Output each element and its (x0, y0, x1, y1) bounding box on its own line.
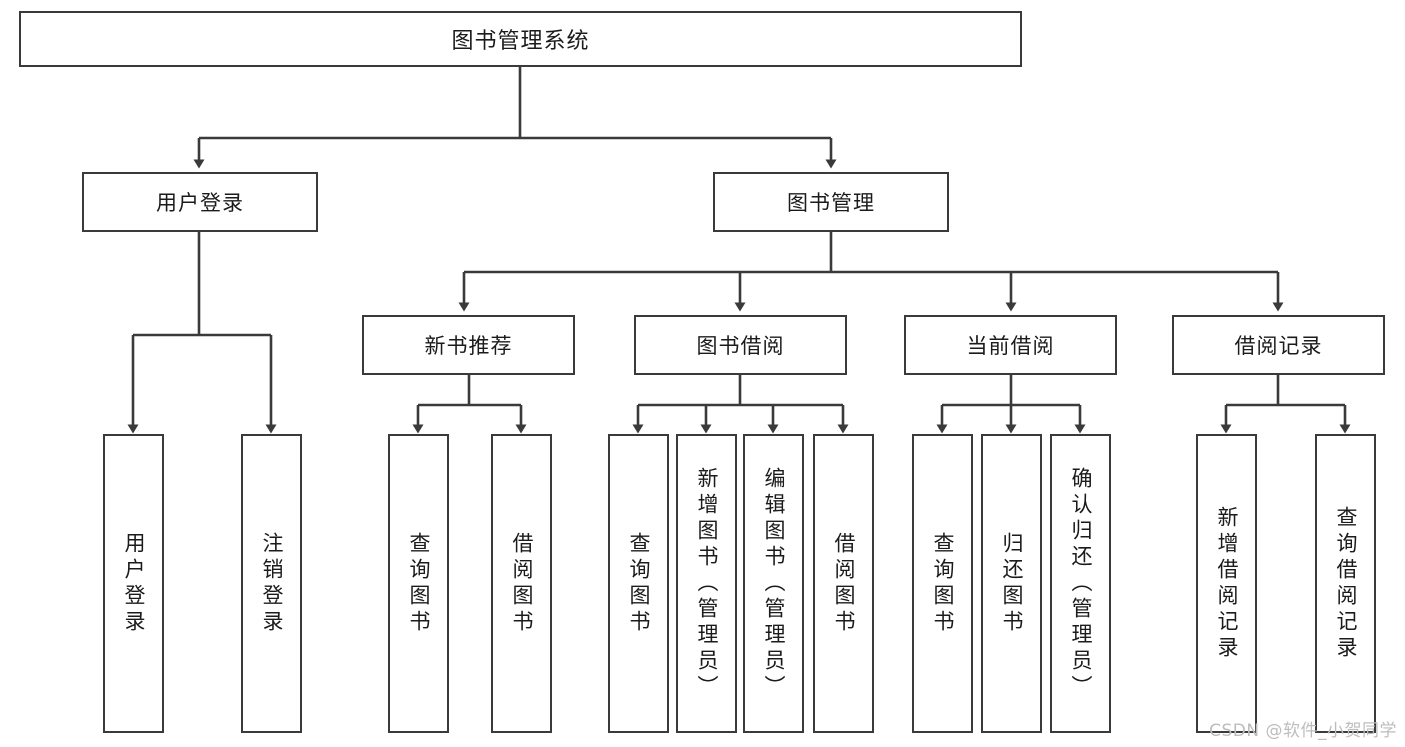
leaf-return-book-label: 归还图书 (1000, 531, 1024, 636)
node-book-borrow[interactable]: 图书借阅 (634, 315, 847, 375)
leaf-user-login[interactable]: 用户登录 (103, 434, 164, 733)
node-root-book-management-system[interactable]: 图书管理系统 (19, 11, 1022, 67)
leaf-logout-label: 注销登录 (260, 531, 284, 636)
leaf-user-login-label: 用户登录 (122, 531, 146, 636)
leaf-add-book-admin-label: 新增图书（管理员） (695, 466, 719, 701)
leaf-new-book-borrow[interactable]: 借阅图书 (491, 434, 552, 733)
leaf-current-query-book[interactable]: 查询图书 (912, 434, 973, 733)
node-new-book-recommend[interactable]: 新书推荐 (362, 315, 575, 375)
leaf-confirm-return-admin-label: 确认归还（管理员） (1069, 466, 1093, 701)
leaf-borrow-book-label: 借阅图书 (832, 531, 856, 636)
leaf-confirm-return-admin[interactable]: 确认归还（管理员） (1050, 434, 1111, 733)
node-borrow-record-label: 借阅记录 (1234, 334, 1323, 358)
node-root-label: 图书管理系统 (451, 29, 590, 54)
leaf-new-book-query[interactable]: 查询图书 (388, 434, 449, 733)
node-current-borrow-label: 当前借阅 (966, 334, 1055, 358)
leaf-borrow-query-book[interactable]: 查询图书 (608, 434, 669, 733)
node-borrow-record[interactable]: 借阅记录 (1172, 315, 1385, 375)
leaf-add-book-admin[interactable]: 新增图书（管理员） (676, 434, 737, 733)
node-current-borrow[interactable]: 当前借阅 (904, 315, 1117, 375)
leaf-return-book[interactable]: 归还图书 (981, 434, 1042, 733)
node-book-management[interactable]: 图书管理 (713, 172, 949, 232)
node-user-login[interactable]: 用户登录 (82, 172, 318, 232)
leaf-edit-book-admin[interactable]: 编辑图书（管理员） (743, 434, 804, 733)
leaf-current-query-book-label: 查询图书 (931, 531, 955, 636)
node-book-management-label: 图书管理 (787, 191, 875, 215)
node-new-book-recommend-label: 新书推荐 (424, 334, 513, 358)
leaf-query-borrow-record[interactable]: 查询借阅记录 (1315, 434, 1376, 733)
node-book-borrow-label: 图书借阅 (696, 334, 785, 358)
leaf-borrow-book[interactable]: 借阅图书 (813, 434, 874, 733)
leaf-new-book-borrow-label: 借阅图书 (510, 531, 534, 636)
node-user-login-label: 用户登录 (156, 191, 244, 215)
leaf-add-borrow-record[interactable]: 新增借阅记录 (1196, 434, 1257, 733)
leaf-edit-book-admin-label: 编辑图书（管理员） (762, 466, 786, 701)
leaf-add-borrow-record-label: 新增借阅记录 (1215, 505, 1239, 662)
leaf-borrow-query-book-label: 查询图书 (627, 531, 651, 636)
leaf-new-book-query-label: 查询图书 (407, 531, 431, 636)
leaf-logout[interactable]: 注销登录 (241, 434, 302, 733)
leaf-query-borrow-record-label: 查询借阅记录 (1334, 505, 1358, 662)
